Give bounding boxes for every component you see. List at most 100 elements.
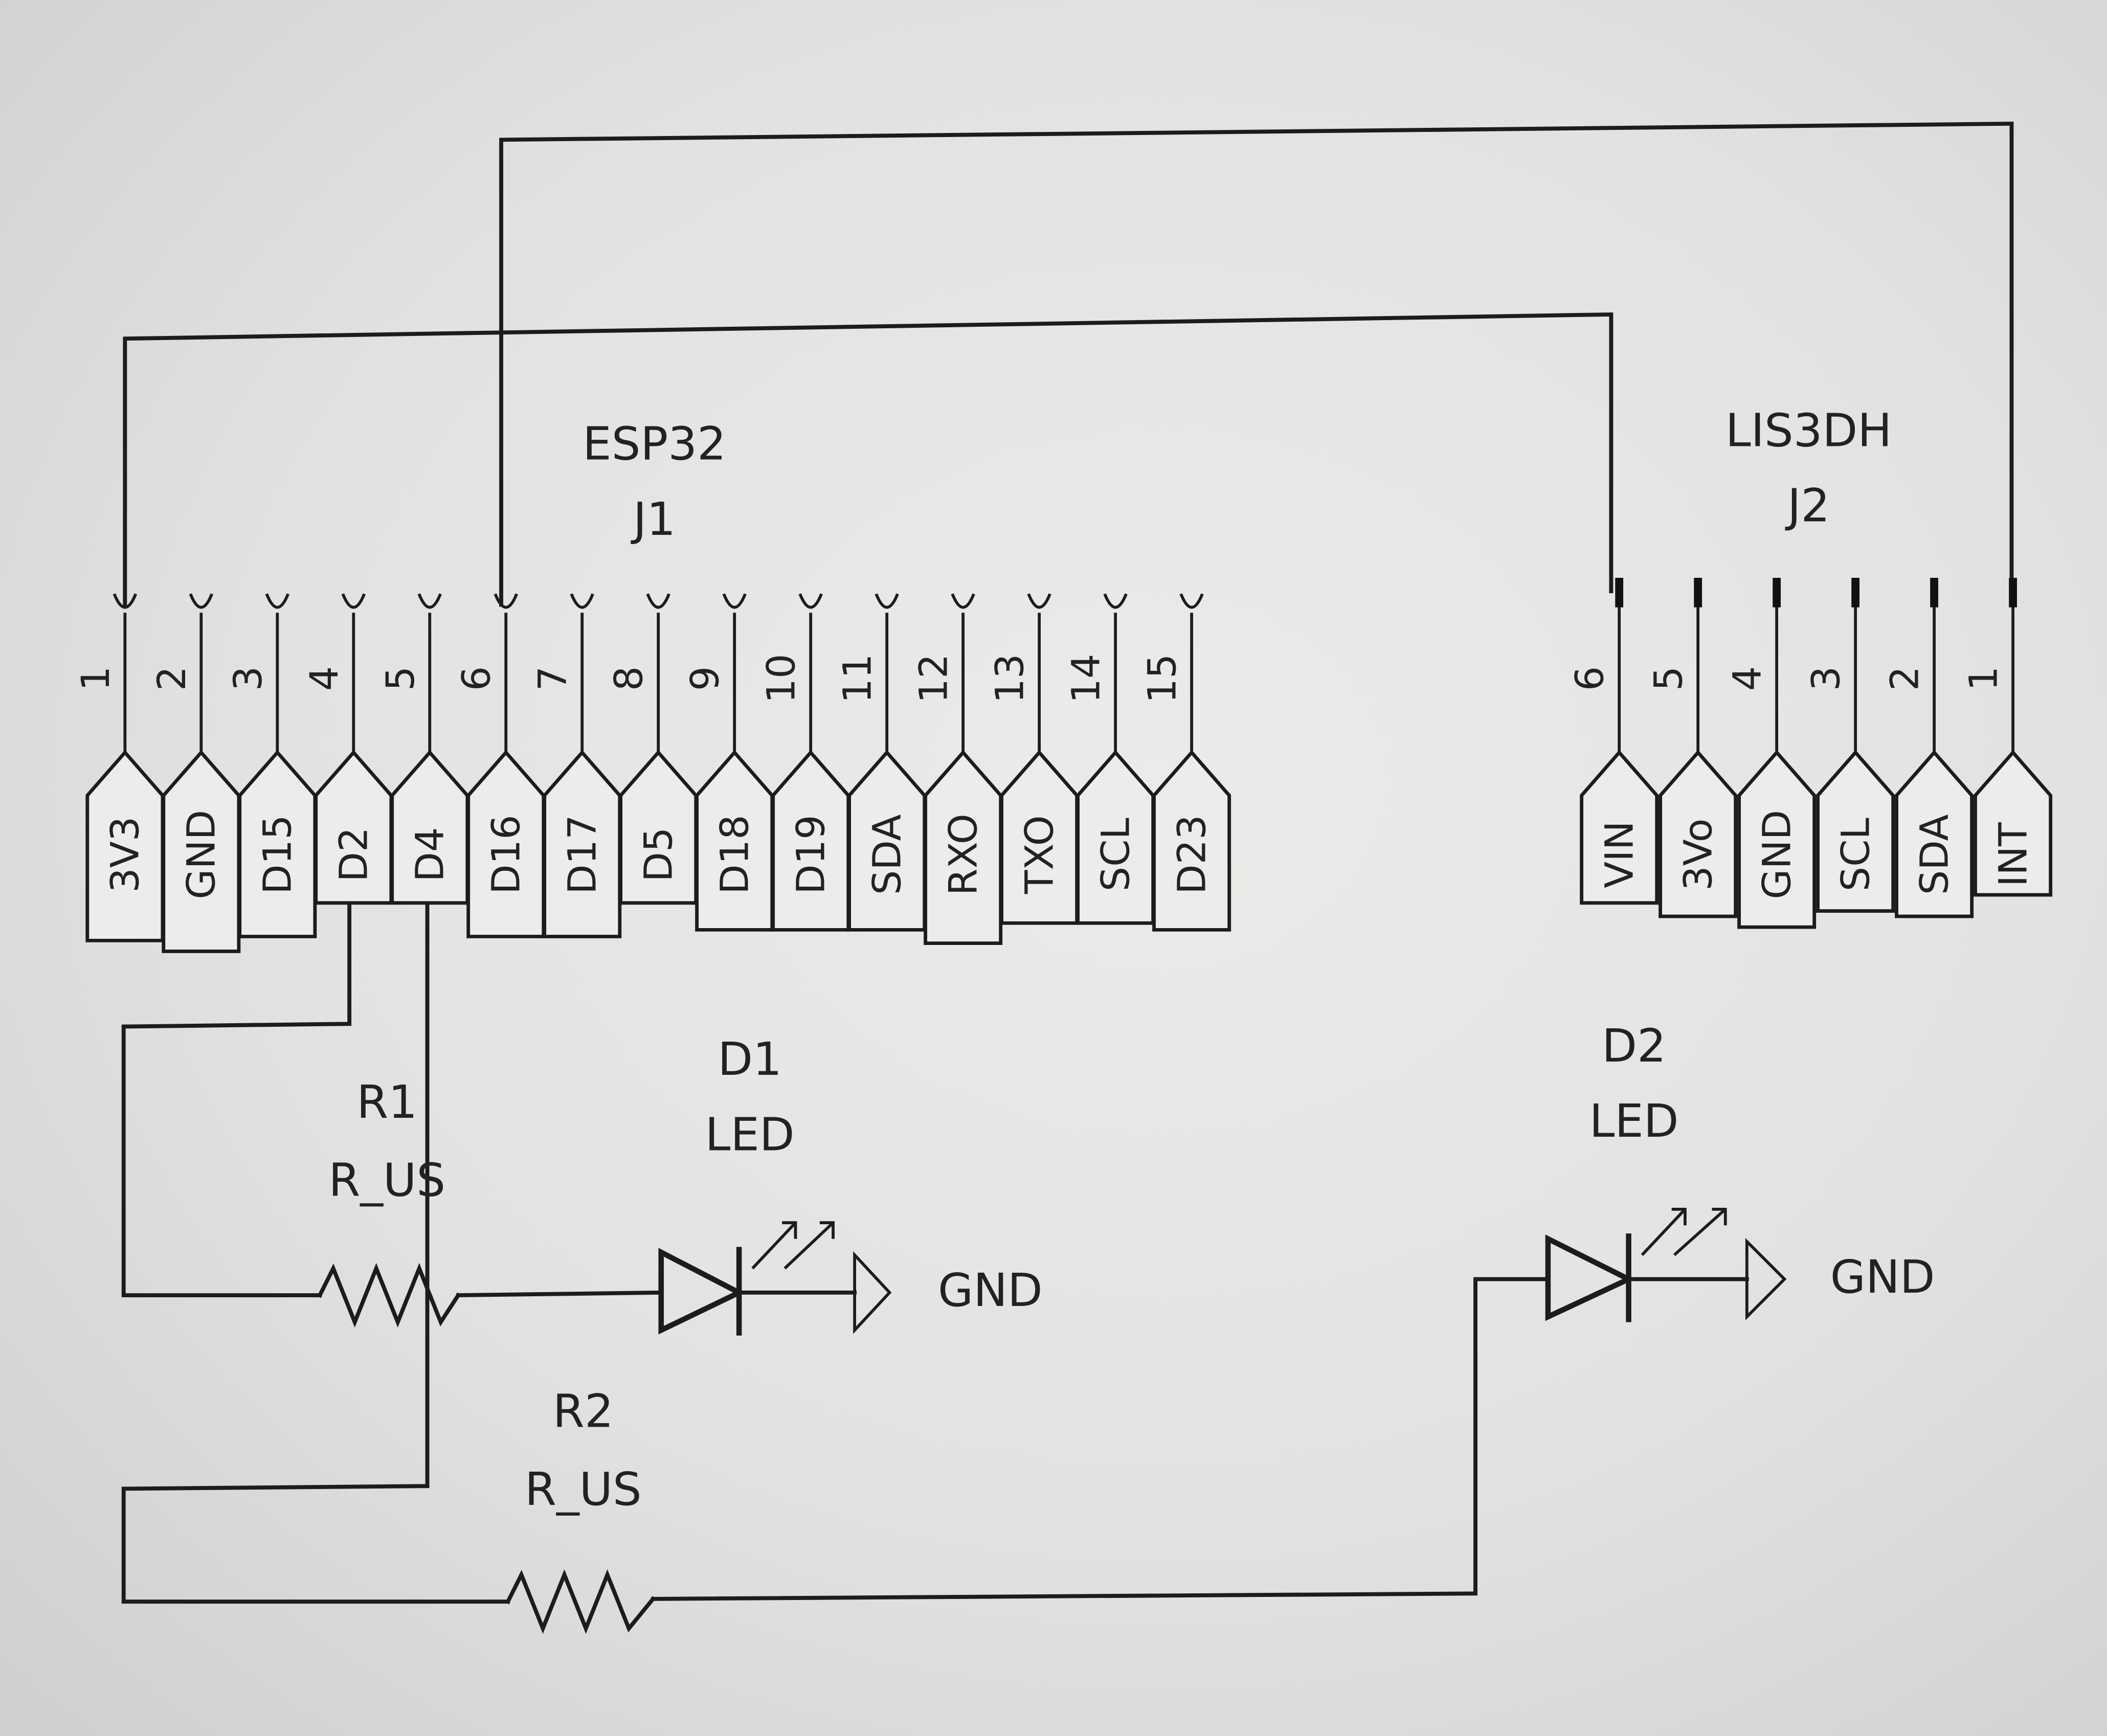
- j1-pin-name: D17: [559, 815, 605, 894]
- j1-pin-name: SDA: [864, 814, 909, 895]
- j1-pin-number: 11: [835, 654, 880, 704]
- j2-pin-body: [1974, 750, 2053, 897]
- r1-ref-label: R1: [356, 1076, 417, 1129]
- socket-contact-icon: [494, 593, 518, 609]
- j1-pin-name: D23: [1169, 815, 1214, 894]
- wires: [121, 121, 2014, 1604]
- j1-pin-number: 10: [758, 654, 804, 704]
- j2-pin-number: 4: [1724, 666, 1770, 691]
- j1-pin-number: 13: [987, 654, 1033, 704]
- j1-ref-label: J1: [631, 493, 676, 546]
- j1-pin-8[interactable]: 8D5: [606, 593, 698, 905]
- j1-value-label: ESP32: [582, 418, 726, 471]
- j2-pin-name: SDA: [1911, 814, 1957, 895]
- j1-pin-number: 12: [911, 654, 956, 704]
- d2-gnd-label: GND: [1830, 1251, 1935, 1304]
- j1-pin-number: 1: [73, 666, 118, 691]
- resistor-r2[interactable]: [505, 1569, 656, 1634]
- j2-pin-name: GND: [1754, 810, 1799, 899]
- j2-pin-number: 1: [1961, 666, 2006, 691]
- j1-pin-number: 14: [1063, 654, 1109, 704]
- j1-pin-body: [847, 750, 927, 932]
- j2-pin-number: 2: [1882, 666, 1927, 691]
- j1-pin-name: D5: [636, 827, 681, 882]
- j1-pin-body: [1076, 750, 1155, 925]
- j2-pin-number: 3: [1803, 666, 1849, 691]
- resistor-r1-zigzag: [317, 1262, 461, 1328]
- j1-pin-body: [1152, 750, 1231, 932]
- j1-pin-name: D19: [788, 815, 833, 894]
- socket-contact-icon: [189, 593, 214, 609]
- j1-pin-4[interactable]: 4D2: [301, 593, 393, 905]
- led-d2[interactable]: [1545, 1208, 1787, 1322]
- j1-pin-name: SCL: [1092, 818, 1138, 892]
- socket-contact-icon: [570, 593, 594, 609]
- d2-ref-label: D2: [1602, 1020, 1666, 1073]
- j1-pin-number: 3: [225, 666, 271, 691]
- gnd-symbol-d2-icon: [1745, 1237, 1787, 1321]
- j1-pin-number: 9: [682, 666, 728, 691]
- j2-pin-body: [1658, 750, 1738, 918]
- j1-pin-number: 15: [1139, 654, 1185, 704]
- j1-pin-name: D2: [331, 827, 376, 882]
- socket-contact-icon: [1179, 593, 1204, 609]
- socket-contact-icon: [341, 593, 366, 609]
- j2-pin-body: [1580, 750, 1659, 905]
- j1-pin-number: 8: [606, 666, 652, 691]
- wire-d16-int[interactable]: [499, 121, 2014, 607]
- j2-pin-number: 5: [1646, 666, 1691, 691]
- r2-ref-label: R2: [553, 1385, 614, 1438]
- j1-pin-body: [543, 750, 622, 938]
- r1-value-label: R_US: [328, 1154, 445, 1207]
- j1-pin-number: 5: [377, 666, 423, 691]
- led-d2-triangle-icon: [1545, 1234, 1635, 1321]
- led-d1[interactable]: [658, 1221, 892, 1336]
- j1-pin-number: 7: [530, 666, 575, 691]
- j1-pin-name: TXO: [1016, 815, 1062, 894]
- j1-pin-number: 6: [454, 666, 499, 691]
- wire-d2-r1[interactable]: [121, 820, 352, 1298]
- led-d1-triangle-icon: [658, 1248, 745, 1335]
- j1-pin-name: D18: [711, 815, 757, 894]
- wire-r2-d2[interactable]: [651, 1277, 1550, 1601]
- j1-pin-5[interactable]: 5D4: [377, 593, 469, 905]
- resistor-r1[interactable]: [317, 1262, 461, 1328]
- j1-pin-body: [162, 750, 241, 953]
- j1-pin-1[interactable]: 1 3V3: [73, 593, 165, 942]
- j1-pin-body: [390, 750, 469, 905]
- wire-3v3-vin[interactable]: [123, 312, 1613, 607]
- wire-r1-d1[interactable]: [456, 1290, 663, 1298]
- j1-pin-body: [85, 750, 165, 942]
- socket-contact-icon: [113, 593, 138, 609]
- socket-contact-icon: [722, 593, 747, 609]
- r2-value-label: R_US: [525, 1463, 642, 1516]
- led-d2-light-arrows-icon: [1641, 1208, 1727, 1256]
- j1-pin-body: [619, 750, 698, 905]
- wire-d4-r2[interactable]: [121, 820, 510, 1604]
- socket-contact-icon: [875, 593, 899, 609]
- connector-j1[interactable]: 13V32GND3D154D25D46D167D178D59D1810D1911…: [73, 593, 1231, 953]
- j2-pin-body: [1895, 750, 1974, 918]
- j1-pin-name: 3V3: [102, 817, 148, 893]
- j2-pin-name: SCL: [1832, 818, 1878, 892]
